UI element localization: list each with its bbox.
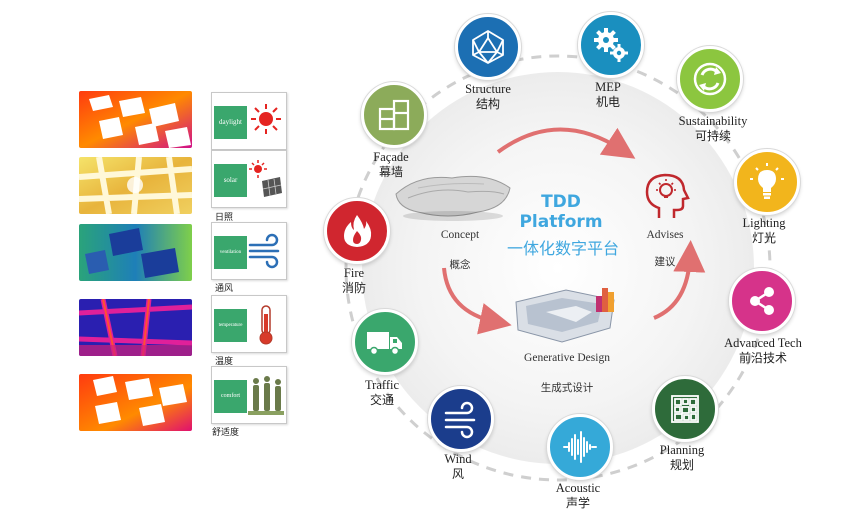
daylight-card: daylight (211, 92, 287, 150)
arrow-left (442, 267, 512, 335)
planning-label-cn: 规划 (669, 458, 694, 472)
ventilation-simulation-map (79, 224, 192, 281)
fire-label-en: Fire (343, 266, 365, 280)
planning-node[interactable] (652, 376, 718, 442)
share-icon (750, 287, 774, 315)
sustainability-label-cn: 可持续 (694, 129, 731, 143)
platform-title-cn: 一体化数字平台 (506, 239, 619, 258)
sustainability-label: Sustainability 可持续 (663, 114, 763, 144)
solar-caption: 日照 (215, 213, 234, 223)
daylight-simulation-map (79, 91, 192, 148)
facade-icon (378, 99, 410, 131)
grid-plan-icon (671, 395, 699, 423)
head-lightbulb-icon (645, 173, 690, 218)
planning-label: Planning 规划 (634, 443, 730, 473)
mep-label-cn: 机电 (595, 95, 620, 109)
sustainability-node[interactable] (677, 46, 743, 112)
lighting-node[interactable] (734, 149, 800, 215)
solar-simulation-map (79, 157, 192, 214)
fire-label-cn: 消防 (341, 281, 366, 295)
comfort-card: comfort (211, 366, 287, 424)
advanced-tech-label-cn: 前沿技术 (738, 351, 787, 365)
lighting-label-cn: 灯光 (751, 231, 776, 245)
concept-model-image (395, 175, 511, 221)
comfort-tag: comfort (214, 380, 247, 413)
advanced-tech-label-en: Advanced Tech (724, 336, 802, 350)
arrow-right (653, 240, 706, 320)
advises-label-cn: 建议 (654, 256, 676, 268)
generative-design-label-cn: 生成式设计 (540, 382, 594, 394)
generative-design-label: Generative Design (524, 352, 610, 364)
gears-icon (594, 28, 628, 62)
comfort-simulation-map (79, 374, 192, 431)
mep-label-en: MEP (595, 80, 621, 94)
truck-icon (367, 332, 402, 356)
acoustic-label-cn: 声学 (565, 496, 590, 510)
solar-tag: solar (214, 164, 247, 197)
advanced-tech-node[interactable] (729, 268, 795, 334)
comfort-caption: 舒适度 (212, 428, 240, 438)
temperature-caption: 温度 (215, 357, 234, 367)
ventilation-card: ventilation (211, 222, 287, 280)
daylight-tag: daylight (214, 106, 247, 139)
traffic-label: Traffic 交通 (334, 378, 430, 408)
temperature-simulation-map (79, 299, 192, 356)
concept-label-cn: 概念 (449, 259, 471, 271)
thermometer-icon (259, 305, 273, 345)
polyhedron-icon (472, 30, 504, 64)
platform-title-line1: TDD (541, 192, 581, 212)
recycle-icon (693, 62, 727, 96)
lightbulb-icon (750, 163, 784, 199)
planning-label-en: Planning (659, 443, 705, 457)
facade-label-en: Façade (373, 150, 409, 164)
mep-label: MEP 机电 (560, 80, 656, 110)
traffic-label-cn: 交通 (369, 393, 394, 407)
sustainability-label-en: Sustainability (678, 114, 748, 128)
ventilation-caption: 通风 (215, 284, 234, 294)
wind-node[interactable] (428, 386, 494, 452)
sun-icon (251, 104, 281, 134)
generative-model-image (515, 288, 615, 343)
temperature-card: temperature (211, 295, 287, 353)
structure-node[interactable] (455, 14, 521, 80)
sound-wave-icon (563, 431, 597, 463)
traffic-node[interactable] (352, 309, 418, 375)
fire-label: Fire 消防 (306, 266, 402, 296)
wind-label-cn: 风 (451, 467, 464, 481)
acoustic-node[interactable] (547, 414, 613, 480)
arrow-top (496, 127, 636, 159)
solar-panel-icon (249, 160, 282, 197)
facade-label-cn: 幕墙 (378, 165, 403, 179)
structure-label-cn: 结构 (475, 97, 500, 111)
structure-label-en: Structure (465, 82, 511, 96)
acoustic-label: Acoustic 声学 (530, 481, 626, 511)
acoustic-label-en: Acoustic (555, 481, 601, 495)
facade-label: Façade 幕墙 (343, 150, 439, 180)
traffic-label-en: Traffic (364, 378, 400, 392)
advises-label: Advises (646, 229, 684, 241)
flame-icon (344, 215, 372, 247)
structure-label: Structure 结构 (440, 82, 536, 112)
concept-label: Concept (440, 229, 480, 241)
advanced-tech-label: Advanced Tech 前沿技术 (704, 336, 822, 366)
lighting-label-en: Lighting (742, 216, 786, 230)
mep-node[interactable] (578, 12, 644, 78)
wind-lines-icon (248, 233, 280, 269)
platform-title-line2: Platform (519, 212, 603, 232)
people-icon (248, 376, 284, 415)
facade-node[interactable] (361, 82, 427, 148)
wind-label-en: Wind (444, 452, 472, 466)
ventilation-tag: ventilation (214, 236, 247, 269)
solar-card: solar (211, 150, 287, 208)
wind-label: Wind 风 (410, 452, 506, 482)
wind-icon (444, 401, 476, 439)
lighting-label: Lighting 灯光 (716, 216, 812, 246)
temperature-tag: temperature (214, 309, 247, 342)
fire-node[interactable] (324, 198, 390, 264)
